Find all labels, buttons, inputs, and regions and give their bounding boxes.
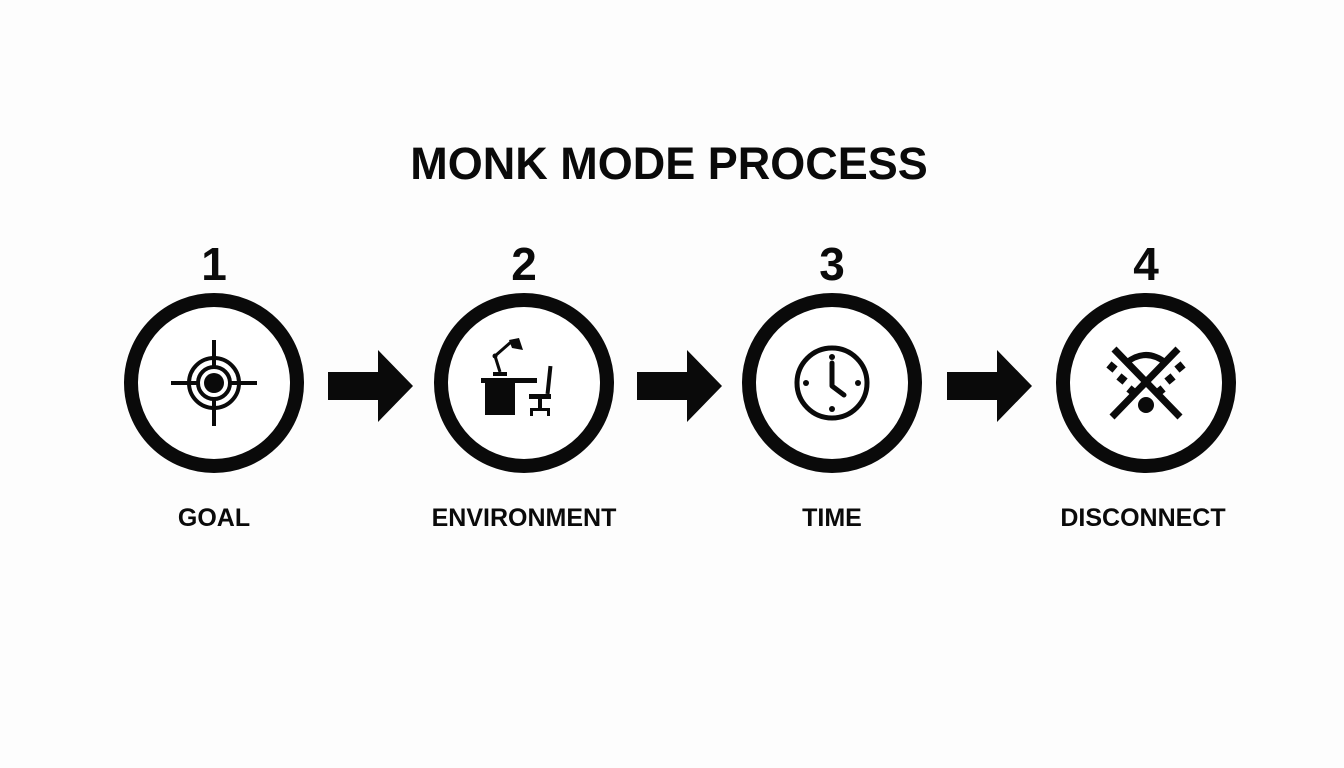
wifi-off-icon bbox=[1106, 346, 1186, 420]
diagram-title: MONK MODE PROCESS bbox=[410, 138, 928, 189]
step-circle bbox=[742, 293, 922, 473]
step-label: GOAL bbox=[177, 504, 251, 532]
clock-icon bbox=[794, 345, 870, 421]
step-number: 4 bbox=[1133, 238, 1159, 290]
step-circle bbox=[1056, 293, 1236, 473]
step-number: 1 bbox=[201, 238, 227, 290]
step-circle bbox=[434, 293, 614, 473]
target-icon bbox=[171, 340, 257, 426]
arrow-right-icon bbox=[637, 350, 722, 422]
step-3: 3 bbox=[732, 236, 932, 473]
step-label: DISCONNECT bbox=[1060, 504, 1226, 532]
step-circle bbox=[124, 293, 304, 473]
desk-workspace-icon bbox=[481, 338, 553, 416]
step-4: 4 bbox=[1046, 236, 1246, 473]
step-1: 1 bbox=[114, 236, 314, 473]
step-number: 2 bbox=[511, 238, 537, 290]
arrow-right-icon bbox=[328, 350, 413, 422]
step-label: TIME bbox=[802, 504, 862, 532]
step-label: ENVIRONMENT bbox=[431, 504, 617, 532]
arrow-right-icon bbox=[947, 350, 1032, 422]
step-number: 3 bbox=[819, 238, 845, 290]
step-2: 2 bbox=[424, 236, 624, 473]
